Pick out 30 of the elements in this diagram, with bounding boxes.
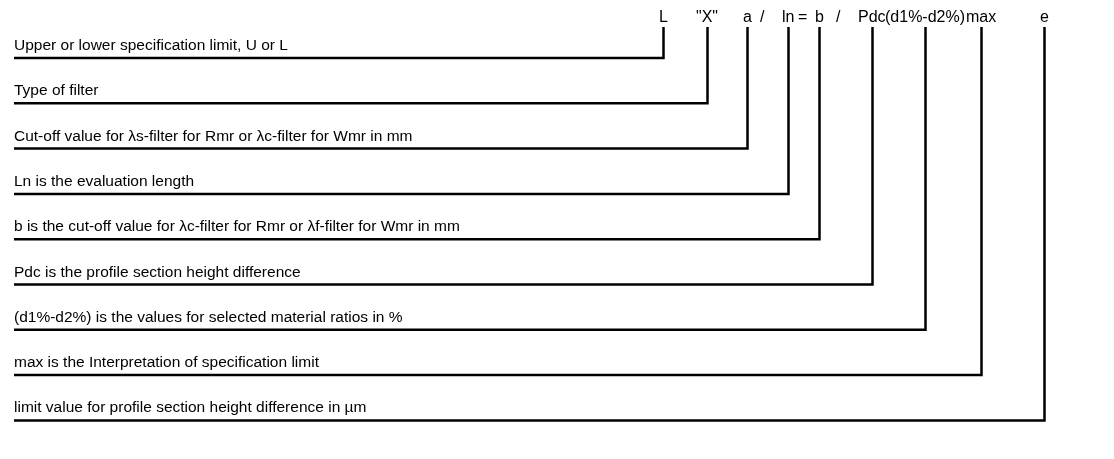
explanation-text: limit value for profile section height difference in µm [14,397,367,418]
symbol-text: Pdc [858,7,886,27]
symbol-text: (d1%-d2%) [885,7,966,27]
separator-text: / [760,7,765,27]
explanation-text: Pdc is the profile section height difference [14,261,301,282]
explanation-text: b is the cut-off value for λc-filter for Rmr or λf-filter for Wmr in mm [14,216,460,237]
separator-text: / [836,7,841,27]
leader-line [14,27,874,286]
explanation-text: (d1%-d2%) is the values for selected material ratios in % [14,306,403,327]
symbol-text: a [743,7,752,27]
explanation-text: Type of filter [14,80,99,101]
leader-line [14,27,821,241]
explanation-text: max is the Interpretation of specification limit [14,352,319,373]
symbol-text: b [815,7,824,27]
leader-line [14,27,983,377]
explanation-text: Upper or lower specification limit, U or L [14,35,288,55]
leader-line [14,27,749,150]
symbol-text: e [1040,7,1049,27]
leader-line [14,27,665,60]
leader-line [14,27,709,105]
leader-line [14,27,790,196]
symbol-text: L [659,7,668,27]
explanation-text: Ln is the evaluation length [14,170,195,191]
symbol-text: ln [782,7,795,27]
symbol-text: max [966,7,997,27]
leader-line [14,27,927,332]
explanation-text: Cut-off value for λs-filter for Rmr or λc-filter for Wmr in mm [14,125,413,146]
separator-text: = [798,7,808,27]
leader-line [14,27,1046,422]
symbol-text: "X" [696,7,719,27]
